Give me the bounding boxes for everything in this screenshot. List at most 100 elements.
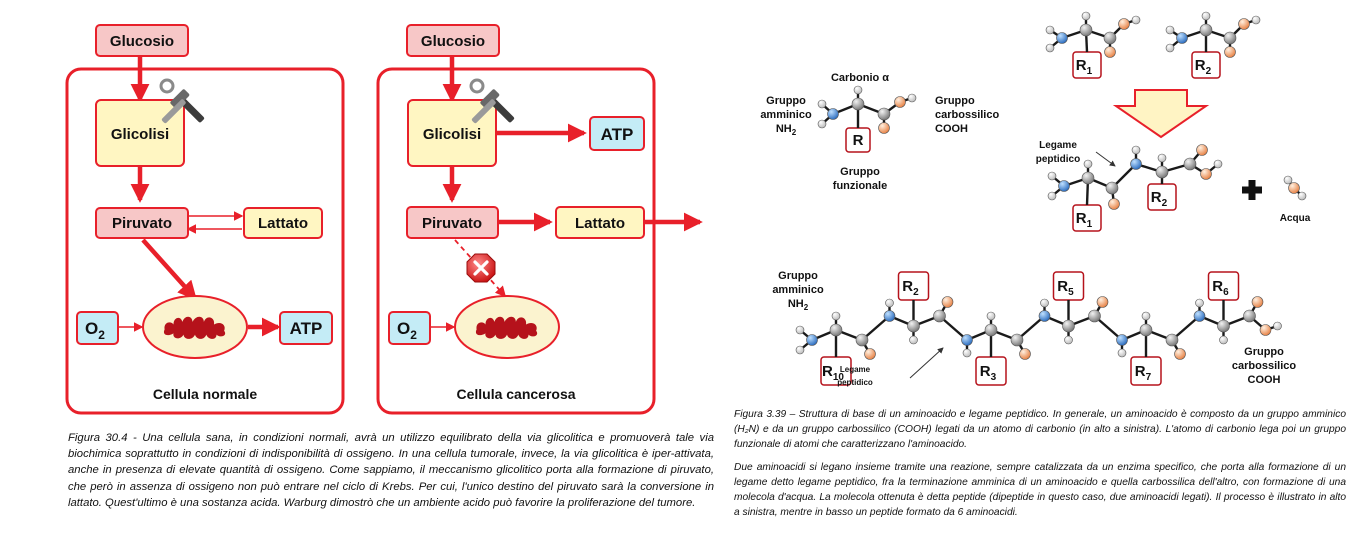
hydrogen-atom	[831, 311, 841, 321]
alpha-carbon-label: Carbonio α	[831, 72, 889, 84]
panel-normal-cell: Glucosio Glicolisi Piruvato Lattato O2 A…	[65, 24, 345, 415]
oxygen-atom	[894, 96, 906, 108]
nitrogen-atom	[883, 310, 896, 322]
amino-group-label-2: amminico	[760, 109, 812, 121]
r-group-label: R2	[1195, 57, 1212, 77]
carbon-atom	[984, 323, 998, 337]
pyruvate-box	[406, 206, 499, 239]
r-group-label: R10	[822, 363, 844, 383]
nitrogen-atom	[806, 334, 818, 346]
glycolysis-box	[95, 99, 185, 167]
nitrogen-atom	[1038, 310, 1051, 322]
water-molecule	[1283, 175, 1307, 201]
atp-label: ATP	[290, 319, 323, 338]
atp-label: ATP	[601, 125, 634, 144]
oxygen-box	[76, 311, 119, 345]
oxygen-atom	[1200, 168, 1212, 180]
panel-normal-title: Cellula normale	[153, 386, 257, 402]
lactate-label: Lattato	[575, 215, 625, 232]
carbon-atom	[1223, 31, 1237, 45]
hydrogen-atom	[1045, 43, 1055, 53]
oxygen-atom	[1196, 144, 1208, 156]
carboxyl-label-1: Gruppo	[935, 95, 975, 107]
mitochondrion	[142, 295, 248, 359]
panel-cancer-cell: Glucosio Glicolisi ATP Piruvato Lattato …	[376, 24, 703, 415]
carbon-atom	[1217, 319, 1230, 333]
oxygen-atom	[1104, 46, 1116, 58]
pyruvate-label: Piruvato	[422, 215, 482, 232]
carbon-atom	[1079, 23, 1093, 37]
peptide-bond-label-1: Legame	[1039, 140, 1077, 151]
peptide-carboxyl-label-2: carbossilico	[1232, 360, 1296, 372]
oxygen-box	[388, 311, 431, 345]
hydrogen-atom	[1273, 321, 1282, 331]
lactate-label: Lattato	[258, 215, 308, 232]
carbon-atom	[907, 319, 920, 333]
hydrogen-atom	[853, 85, 863, 95]
peptide-bond-label-2: peptidico	[837, 378, 873, 387]
hydrogen-atom	[1047, 191, 1057, 201]
glucose-label: Glucosio	[110, 33, 174, 50]
amino-group-label-1: Gruppo	[766, 95, 806, 107]
peptide-bond-pointer	[909, 347, 944, 379]
panel-cancer-title: Cellula cancerosa	[456, 386, 575, 402]
peptide-bond-label-1: Legame	[840, 365, 871, 374]
nitrogen-atom	[1193, 310, 1206, 322]
plus-icon	[1242, 180, 1262, 200]
mitochondrion	[454, 295, 560, 359]
hydrogen-atom	[1141, 311, 1151, 321]
hydrogen-atom	[1047, 171, 1057, 181]
peptide-carboxyl-label-3: COOH	[1248, 374, 1281, 386]
hydrogen-atom	[1165, 25, 1175, 35]
amino-acid-1: R1	[1045, 11, 1141, 79]
carbon-atom	[855, 333, 869, 347]
glucose-box	[95, 24, 189, 57]
hydrogen-atom	[1213, 159, 1223, 169]
oxygen-atom	[1118, 18, 1130, 30]
nitrogen-atom	[827, 108, 839, 120]
r-group-label: R5	[1057, 278, 1074, 298]
oxygen-atom	[1174, 348, 1186, 360]
caption-right-p2: Due aminoacidi si legano insieme tramite…	[734, 461, 1346, 519]
hydrogen-atom	[1297, 191, 1307, 201]
oxygen-atom	[1096, 296, 1109, 308]
carboxyl-label-3: COOH	[935, 123, 968, 135]
carbon-atom	[1081, 171, 1095, 185]
nitrogen-atom	[1176, 32, 1188, 44]
r-group-label: R6	[1212, 278, 1229, 298]
functional-group-label-1: Gruppo	[840, 166, 880, 178]
caption-right: Figura 3.39 – Struttura di base di un am…	[734, 407, 1346, 527]
block-x-icon	[466, 253, 496, 283]
glycolysis-label: Glicolisi	[423, 126, 481, 143]
tools-icon	[469, 78, 515, 124]
caption-right-p1: Figura 3.39 – Struttura di base di un am…	[734, 409, 1346, 451]
oxygen-atom	[1108, 198, 1120, 210]
hydrogen-atom	[1195, 298, 1204, 308]
carbon-atom	[1062, 319, 1075, 333]
oxygen-label: O2	[397, 319, 417, 342]
r-group-label: R2	[1151, 189, 1168, 209]
carboxyl-label-2: carbossilico	[935, 109, 999, 121]
functional-group-label-2: funzionale	[833, 180, 887, 192]
carbon-atom	[851, 97, 865, 111]
hydrogen-atom	[1219, 335, 1228, 345]
carbon-atom	[1243, 309, 1256, 323]
hydrogen-atom	[1157, 153, 1167, 163]
hydrogen-atom	[885, 298, 894, 308]
hydrogen-atom	[1040, 298, 1049, 308]
carbon-atom	[829, 323, 843, 337]
r-group-label: R1	[1076, 210, 1093, 230]
carbon-atom	[1165, 333, 1179, 347]
oxygen-atom	[1251, 296, 1264, 308]
hydrogen-atom	[1045, 25, 1055, 35]
r-group-label: R	[853, 132, 864, 149]
nitrogen-atom	[1116, 334, 1128, 346]
carbon-atom	[1183, 157, 1197, 171]
oxygen-atom	[1259, 324, 1272, 336]
carbon-atom	[1010, 333, 1024, 347]
hydrogen-atom	[909, 335, 918, 345]
hydrogen-atom	[1251, 15, 1261, 25]
carbon-atom	[1155, 165, 1169, 179]
peptide-amino-label-3: NH2	[788, 298, 809, 312]
